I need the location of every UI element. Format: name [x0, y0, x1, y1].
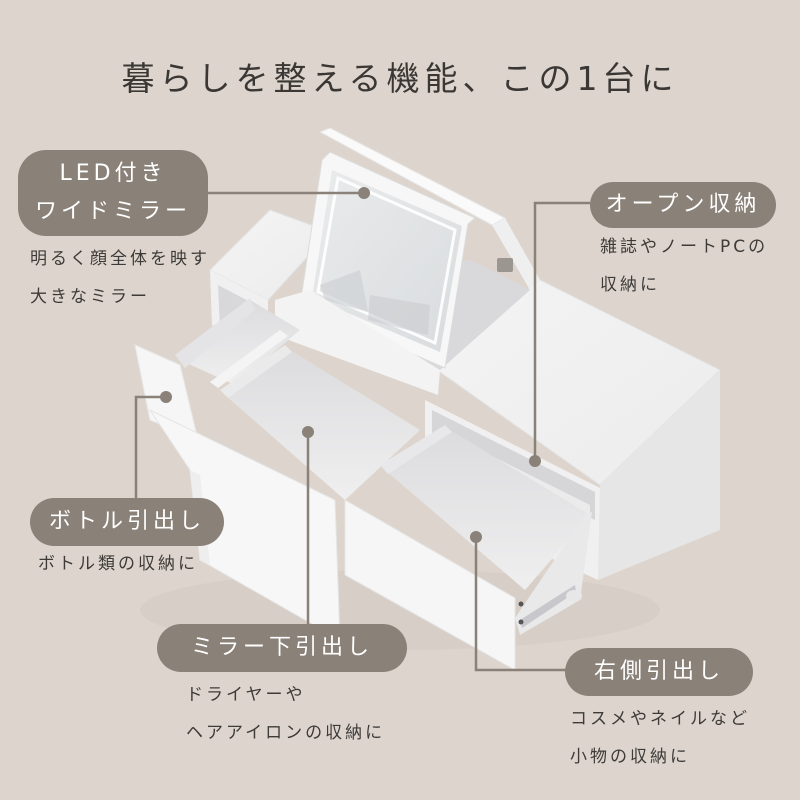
feature-label-led-mirror: LED付き ワイドミラー — [18, 150, 208, 236]
feature-desc-right-drawer: コスメやネイルなど 小物の収納に — [570, 709, 750, 767]
feature-desc-bottle-drawer: ボトル類の収納に — [38, 554, 198, 574]
headline: 暮らしを整える機能、この1台に — [121, 59, 679, 98]
feature-desc-under-mirror-drawer: ドライヤーや ヘアアイロンの収納に — [186, 685, 386, 743]
feature-label-open-storage: オープン収納 — [590, 182, 776, 228]
feature-label-bottle-drawer: ボトル引出し — [30, 498, 224, 546]
feature-label-line: ワイドミラー — [34, 199, 191, 224]
feature-label-right-drawer: 右側引出し — [565, 648, 753, 696]
feature-desc-open-storage: 雑誌やノートPCの 収納に — [600, 237, 769, 295]
feature-desc-led-mirror: 明るく顔全体を映す 大きなミラー — [30, 249, 210, 307]
feature-label-line: LED付き — [59, 161, 167, 186]
feature-label-under-mirror-drawer: ミラー下引出し — [157, 624, 407, 672]
